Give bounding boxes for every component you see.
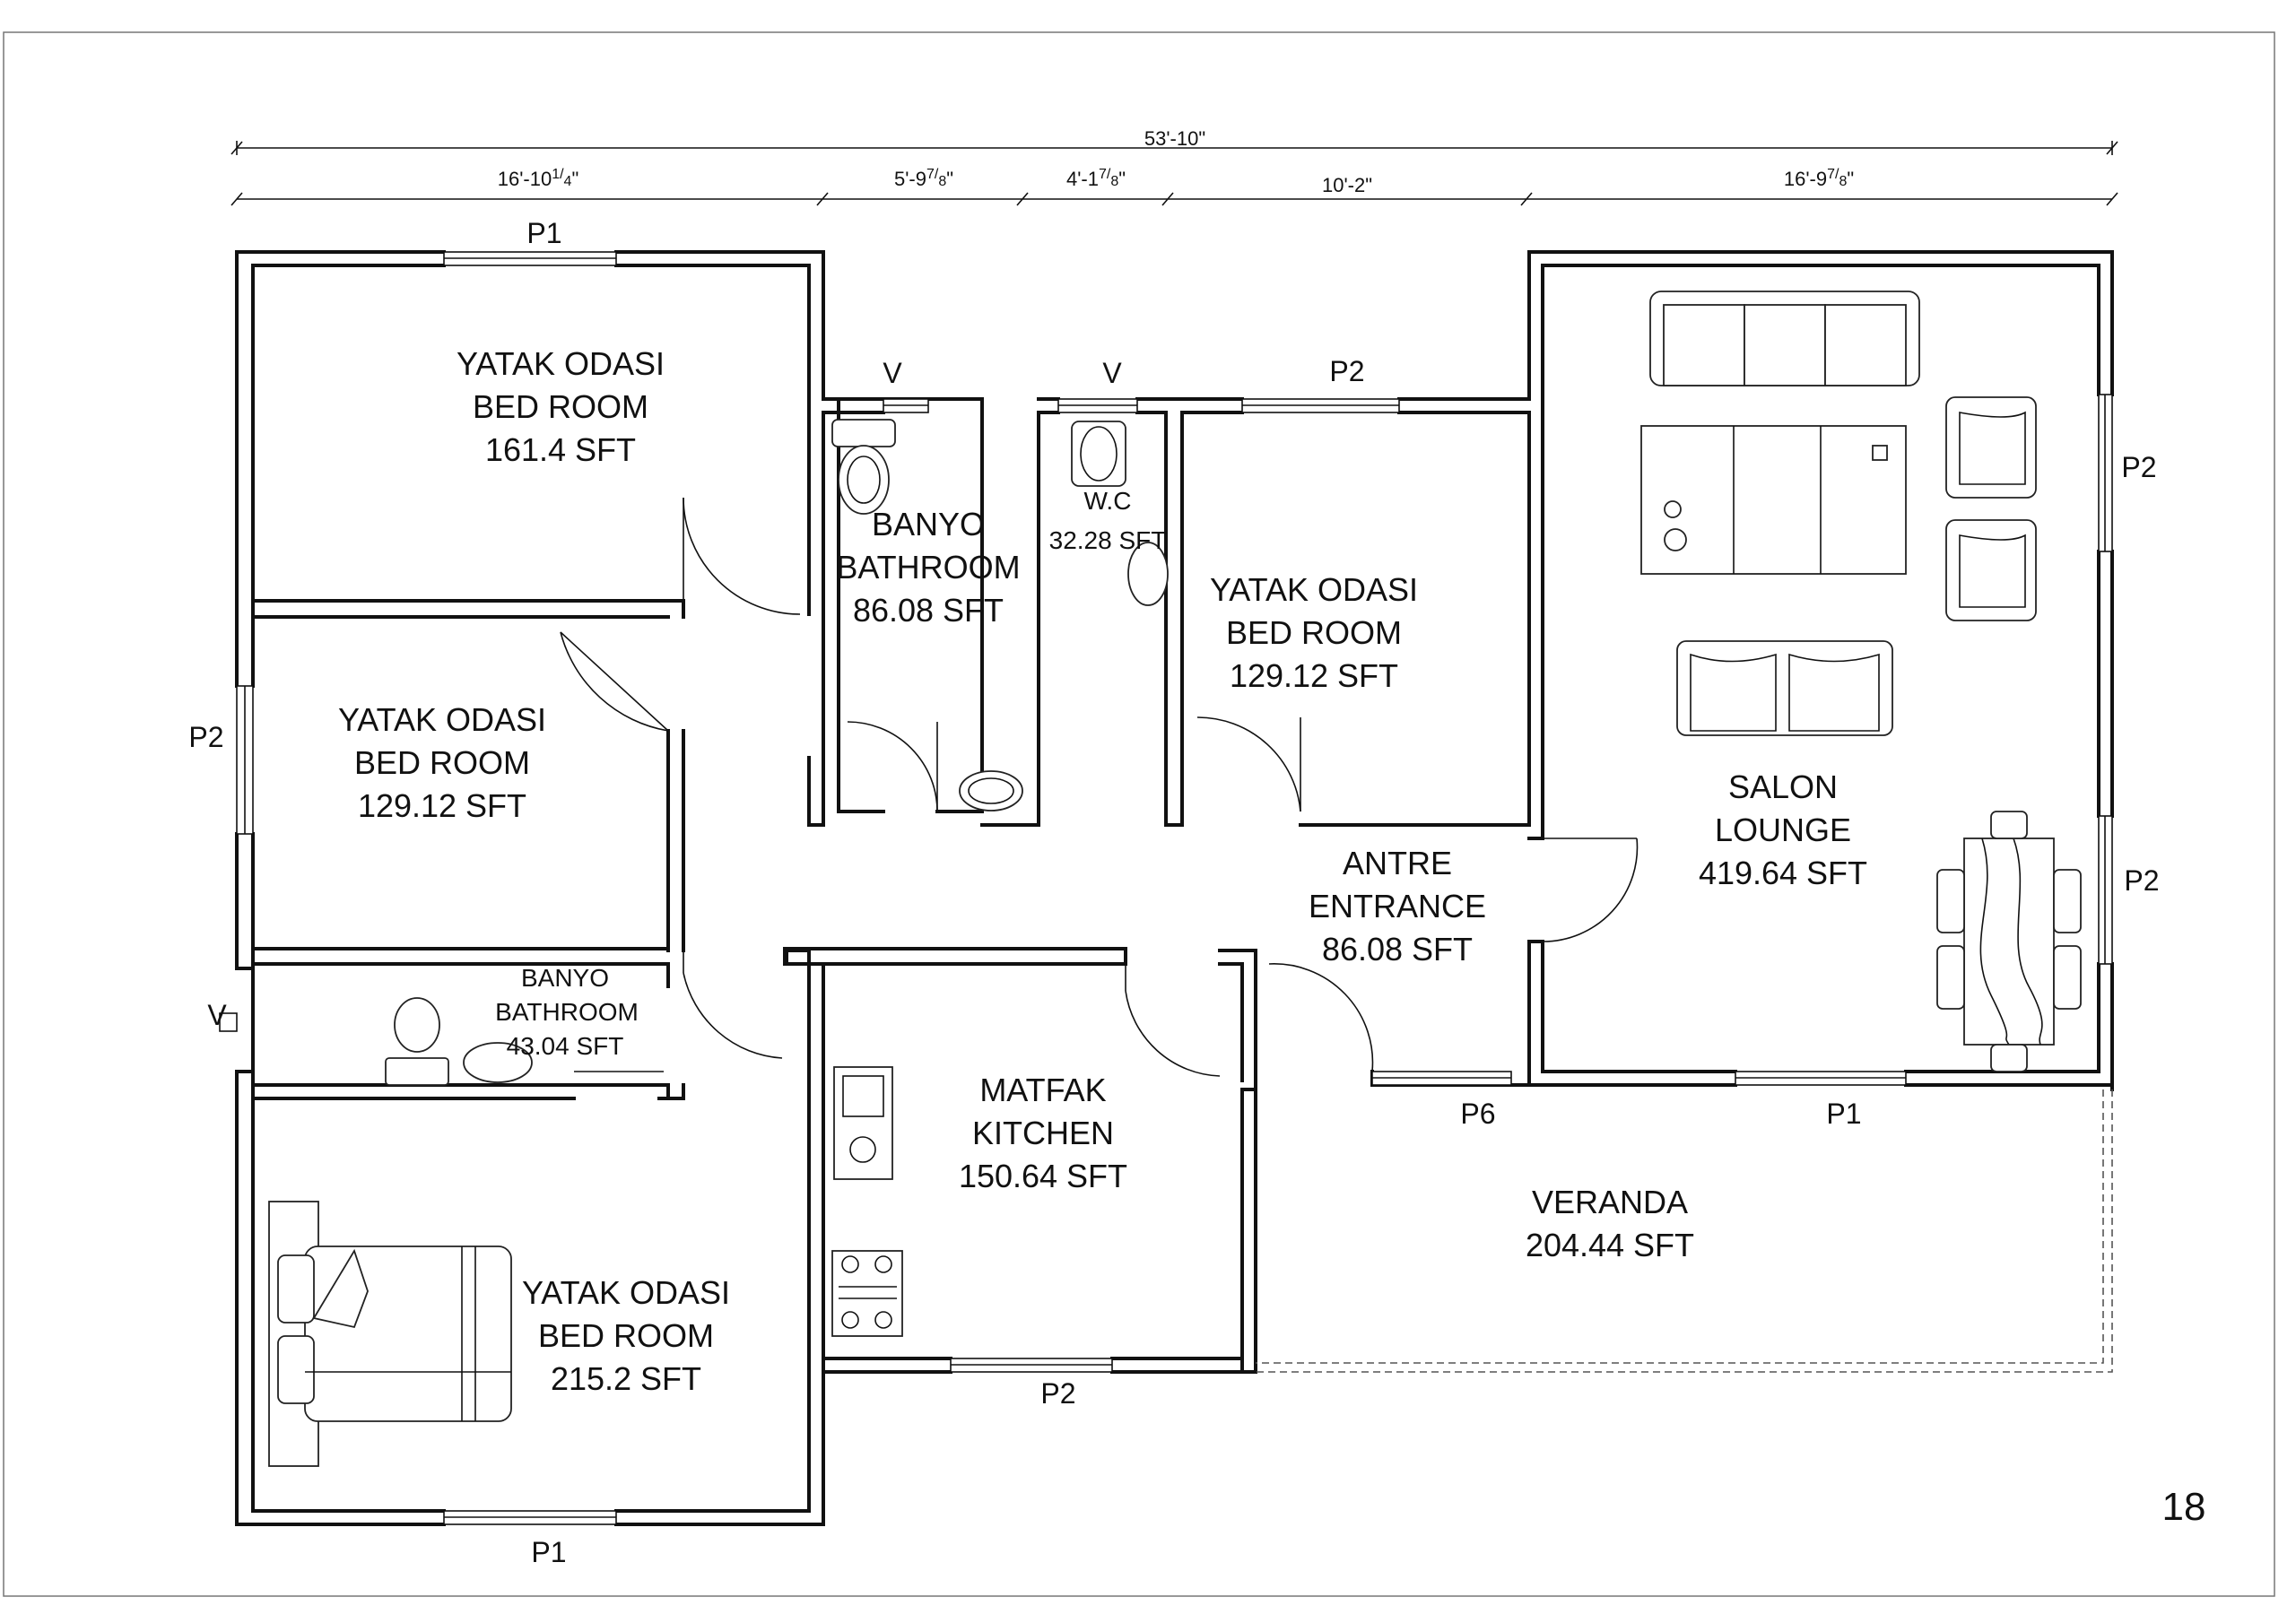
svg-text:SALON: SALON [1728,768,1838,805]
overall-dimension: 53'-10" [1144,127,1205,150]
room-bed1: YATAK ODASI BED ROOM 161.4 SFT [457,345,665,468]
tag-p1-lounge: P1 [1826,1098,1861,1130]
room-lounge: SALON LOUNGE 419.64 SFT [1699,768,1867,891]
svg-text:BED ROOM: BED ROOM [1226,614,1402,651]
room-entrance: ANTRE ENTRANCE 86.08 SFT [1309,845,1486,968]
tag-v-left: V [207,999,227,1031]
wc-sink-icon [1127,542,1169,606]
svg-text:32.28 SFT: 32.28 SFT [1049,526,1167,554]
svg-text:86.08 SFT: 86.08 SFT [1322,931,1473,968]
svg-text:215.2 SFT: 215.2 SFT [551,1360,701,1397]
svg-text:W.C: W.C [1084,487,1132,515]
loveseat-icon [1676,640,1893,736]
svg-text:BATHROOM: BATHROOM [495,998,639,1026]
svg-text:BANYO: BANYO [872,506,985,542]
tag-p2-right-bottom: P2 [2124,864,2159,897]
svg-text:204.44 SFT: 204.44 SFT [1526,1227,1694,1263]
small-bath-fixtures-icon [385,997,533,1086]
svg-text:BED ROOM: BED ROOM [473,388,648,425]
tag-p2-bedroom: P2 [1329,355,1364,387]
svg-text:LOUNGE: LOUNGE [1715,812,1851,848]
svg-text:ANTRE: ANTRE [1343,845,1452,881]
room-bed3: YATAK ODASI BED ROOM 215.2 SFT [522,1274,730,1397]
svg-text:86.08 SFT: 86.08 SFT [853,592,1004,629]
svg-text:YATAK ODASI: YATAK ODASI [1210,571,1418,608]
svg-text:YATAK ODASI: YATAK ODASI [457,345,665,382]
svg-text:BANYO: BANYO [521,964,609,992]
room-bath2: BANYO BATHROOM 43.04 SFT [495,964,639,1060]
svg-text:129.12 SFT: 129.12 SFT [1230,657,1398,694]
room-bed4: YATAK ODASI BED ROOM 129.12 SFT [338,701,546,824]
room-veranda: VERANDA 204.44 SFT [1526,1184,1694,1263]
sofa-icon [1649,291,1920,386]
toilet-icon [831,419,896,515]
veranda-outline [1256,1089,2113,1373]
kitchen-sink-icon [833,1066,893,1180]
svg-text:BED ROOM: BED ROOM [538,1317,714,1354]
svg-text:BATHROOM: BATHROOM [836,549,1020,586]
doors [560,497,1639,1086]
coffee-table-icon [1640,425,1907,575]
room-bath1: BANYO BATHROOM 86.08 SFT [836,506,1020,629]
dimension-lines [230,141,2118,206]
svg-text:43.04 SFT: 43.04 SFT [507,1032,624,1060]
svg-text:419.64 SFT: 419.64 SFT [1699,855,1867,891]
svg-text:MATFAK: MATFAK [979,1072,1106,1108]
squat-toilet-icon [1071,421,1126,487]
svg-text:VERANDA: VERANDA [1532,1184,1688,1220]
stove-icon [831,1250,903,1337]
sink-icon [959,770,1023,812]
tag-p6: P6 [1460,1098,1495,1130]
tag-p1-top: P1 [526,217,561,249]
room-bed2: YATAK ODASI BED ROOM 129.12 SFT [1210,571,1418,694]
windows [219,251,2113,1525]
tag-v-wc: V [1102,357,1122,389]
tag-p1-bottom: P1 [531,1536,566,1568]
svg-text:KITCHEN: KITCHEN [972,1115,1114,1151]
sheet-border [3,31,2275,1597]
svg-text:129.12 SFT: 129.12 SFT [358,787,526,824]
svg-text:150.64 SFT: 150.64 SFT [959,1158,1127,1194]
tag-p2-right-top: P2 [2121,451,2156,483]
tag-p2-left: P2 [188,721,223,753]
bed-icon [268,1201,512,1467]
tag-v-bath: V [883,357,902,389]
svg-text:YATAK ODASI: YATAK ODASI [338,701,546,738]
room-wc: W.C 32.28 SFT [1049,487,1167,554]
tag-p2-kitchen: P2 [1040,1377,1075,1410]
room-kitchen: MATFAK KITCHEN 150.64 SFT [959,1072,1127,1194]
armchair-icon [1945,396,2037,621]
dimension-segment-1: 16'-101/4" [498,167,579,190]
veranda-outline-inner [1256,1089,2104,1364]
svg-text:161.4 SFT: 161.4 SFT [485,431,636,468]
svg-text:ENTRANCE: ENTRANCE [1309,888,1486,924]
dimension-segment-4: 10'-2" [1322,174,1372,196]
dimension-segment-5: 16'-97/8" [1784,167,1854,190]
page-number: 18 [2162,1485,2206,1529]
svg-text:BED ROOM: BED ROOM [354,744,530,781]
dimension-segment-2: 5'-97/8" [894,167,953,190]
dimension-segment-3: 4'-17/8" [1066,167,1126,190]
svg-text:YATAK ODASI: YATAK ODASI [522,1274,730,1311]
dining-table-icon [1936,811,2082,1072]
